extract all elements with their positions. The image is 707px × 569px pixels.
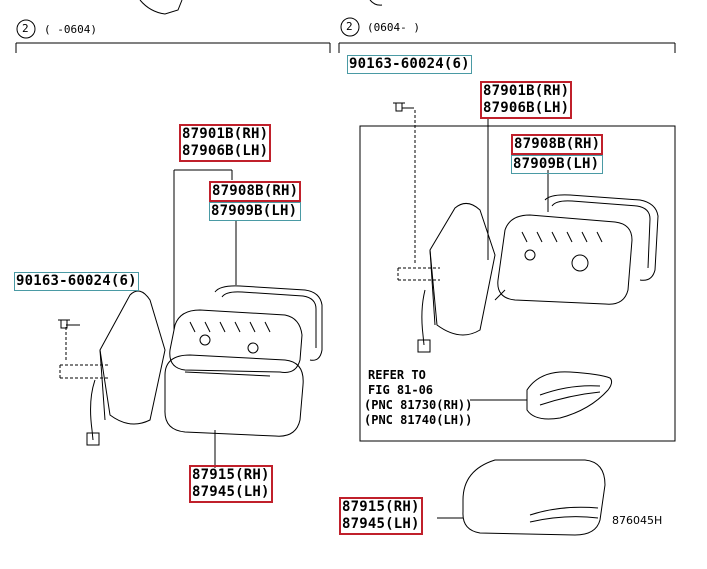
left-cover-rh: 87915(RH) bbox=[192, 467, 270, 483]
right-mirror-glass-lh: 87909B(LH) bbox=[511, 155, 604, 174]
right-mirror-glass-rh: 87908B(RH) bbox=[511, 134, 604, 155]
right-cover-label: 87915(RH) 87945(LH) bbox=[339, 497, 423, 535]
refer-fig-line: FIG 81-06 bbox=[368, 383, 434, 397]
refer-pnc-rh: (PNC 81730(RH)) bbox=[364, 398, 473, 412]
left-screw-part: 90163-60024(6) bbox=[14, 272, 139, 291]
figure-id: 876045H bbox=[612, 514, 663, 527]
refer-to-line: REFER TO bbox=[368, 368, 426, 382]
left-mirror-assy-rh: 87901B(RH) bbox=[182, 126, 269, 142]
left-mirror-assy-lh: 87906B(LH) bbox=[182, 143, 269, 159]
left-mirror-glass-lh: 87909B(LH) bbox=[209, 202, 302, 221]
right-refer-note: REFER TO FIG 81-06 (PNC 81730(RH)) (PNC … bbox=[364, 368, 472, 428]
right-mirror-assy-rh: 87901B(RH) bbox=[483, 83, 570, 99]
left-circle-number: 2 bbox=[22, 22, 29, 35]
right-screw-part: 90163-60024(6) bbox=[347, 55, 472, 74]
left-cover-label: 87915(RH) 87945(LH) bbox=[189, 465, 273, 503]
left-cover-lh: 87945(LH) bbox=[192, 484, 270, 500]
right-cover-rh: 87915(RH) bbox=[342, 499, 420, 515]
right-mirror-assy-lh: 87906B(LH) bbox=[483, 100, 570, 116]
right-mirror-glass-label: 87908B(RH) 87909B(LH) bbox=[511, 134, 604, 174]
left-date-range: ( -0604) bbox=[44, 23, 97, 36]
left-mirror-assy-label: 87901B(RH) 87906B(LH) bbox=[179, 124, 272, 162]
left-mirror-glass-rh: 87908B(RH) bbox=[209, 181, 302, 202]
right-circle-number: 2 bbox=[346, 20, 353, 33]
right-cover-lh: 87945(LH) bbox=[342, 516, 420, 532]
refer-pnc-lh: (PNC 81740(LH)) bbox=[364, 413, 473, 427]
right-date-range: (0604- ) bbox=[367, 21, 420, 34]
left-mirror-glass-label: 87908B(RH) 87909B(LH) bbox=[209, 181, 302, 221]
right-mirror-assy-label: 87901B(RH) 87906B(LH) bbox=[480, 81, 573, 119]
